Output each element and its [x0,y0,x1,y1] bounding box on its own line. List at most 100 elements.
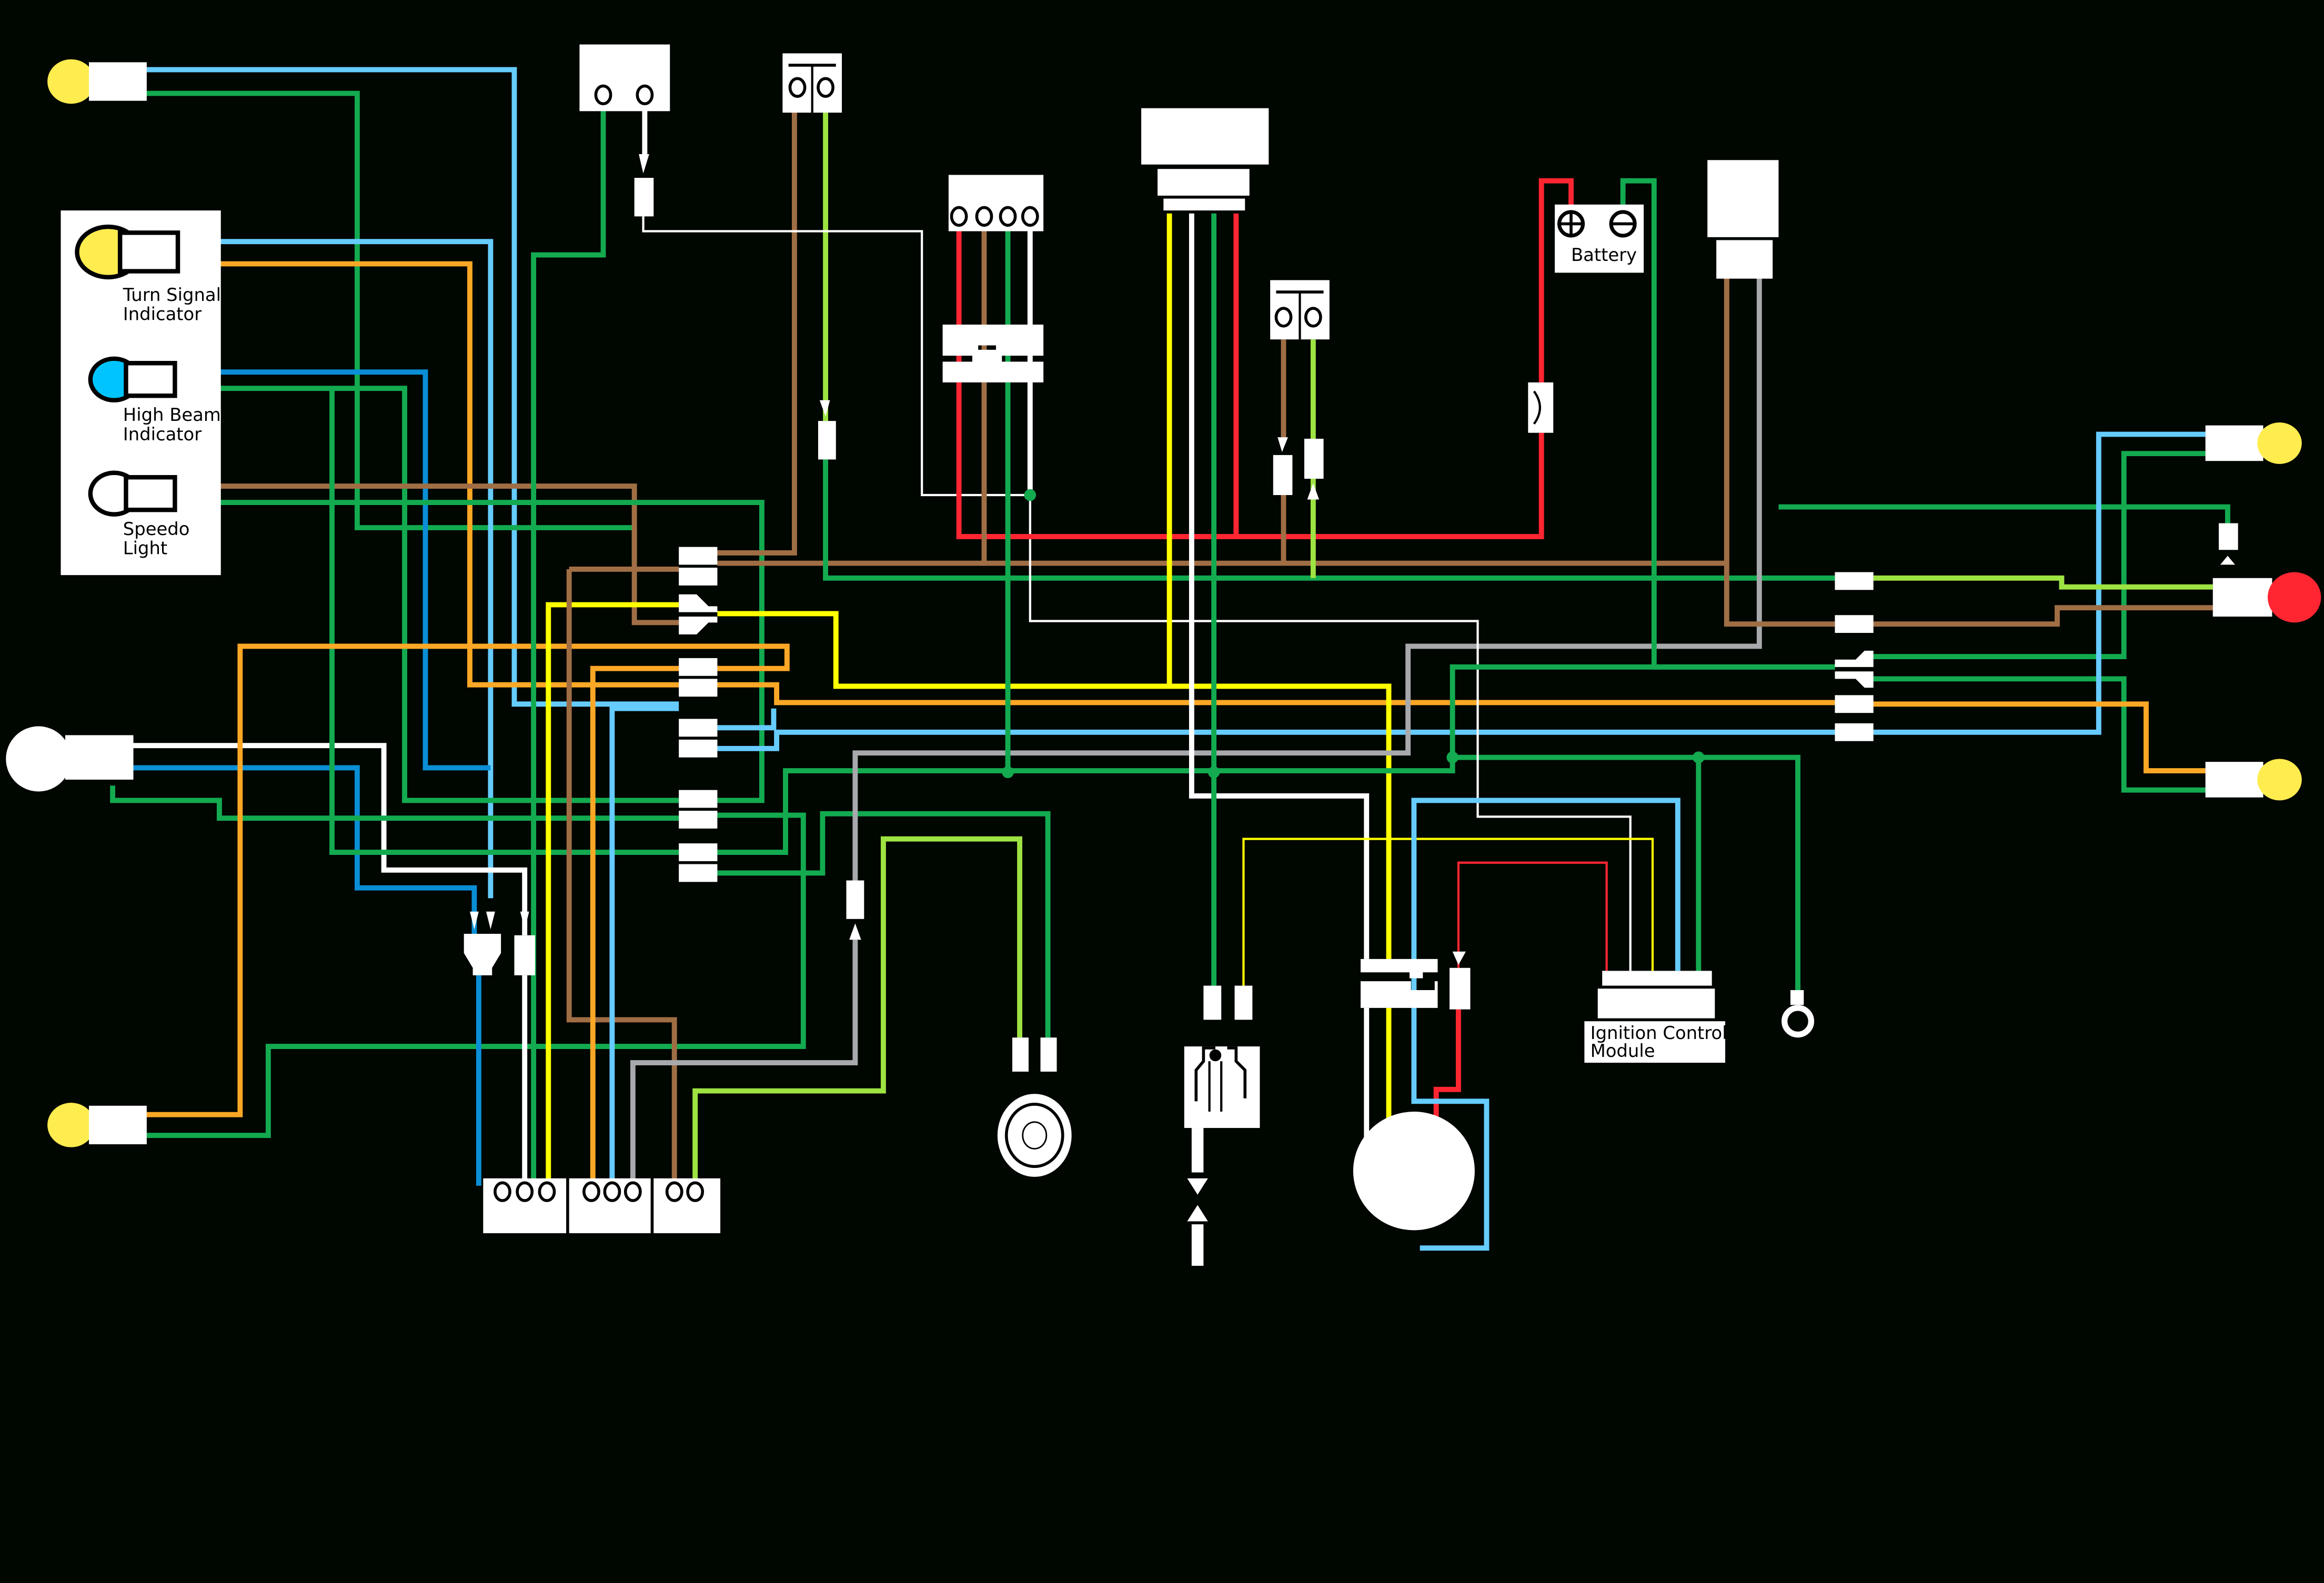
brake-taillight-arrow-icon [2220,556,2235,565]
rear-left-turn-signal-socket [2205,425,2263,461]
arrow-icon [849,923,861,940]
bullet-connector [679,617,718,634]
spark-plug-lead [1191,1128,1204,1173]
brake-taillight-socket [2212,578,2272,617]
relay-body [1707,160,1779,237]
horn [997,1037,1072,1177]
front-left-turn-signal-socket [89,62,147,101]
front-left-turn-signal-bulb [47,59,95,104]
switch-terminal [665,1181,683,1202]
bullet-connector [679,594,718,612]
dual-bullet-connector [464,933,501,975]
junction-dot [1024,489,1037,501]
wire-brown [175,483,679,626]
wire-blue [175,369,491,771]
bullet-connector [1835,723,1874,741]
headlight [6,726,134,792]
rear-right-turn-signal-socket [2205,762,2263,798]
ignition-coil [1184,985,1260,1266]
rear-brake-switch-terminal-2 [817,77,834,98]
high-beam-indicator-socket [124,361,177,398]
ignition-control-module: Ignition Control Module [1584,971,1727,1063]
wire-yellow [1242,838,1654,986]
wire-orange [146,643,790,1117]
wire-green [717,811,1051,1038]
arrow-icon [520,911,529,930]
neutral-switch [579,44,670,217]
stator-coupler-bottom [1360,981,1438,1008]
turn-signal-indicator-lamp: Turn Signal Indicator [75,224,221,325]
wire-red [956,225,1544,539]
switch-terminal [603,1181,621,1202]
arrow-icon [469,911,479,930]
battery-label: Battery [1571,245,1637,265]
ignition-coil-connector-2 [1234,985,1253,1020]
handlebar-switch-blocks [483,1178,721,1234]
wire-green [823,459,1835,581]
handlebar-switch-right [653,1178,721,1234]
front-brake-switch-connector-1 [1273,455,1293,496]
brake-taillight-connector [2218,523,2238,550]
rear-right-turn-signal [2205,759,2302,801]
main-fuse [1528,382,1554,433]
rear-left-turn-signal-bulb [2257,422,2302,464]
switch-terminal [623,1181,642,1202]
wire-yellow [717,611,1392,959]
battery: Battery [1554,204,1644,273]
wire-lightblue [717,708,777,731]
spark-gap-arrow-icon [1187,1178,1208,1195]
bullet-connector [679,811,718,829]
wire-green [110,785,679,821]
neutral-switch-arrow-icon [639,154,649,174]
turn-signal-indicator-label-1: Turn Signal [123,285,221,305]
wire-green [717,754,1800,991]
bullet-connector [1835,671,1874,688]
wire-white [642,216,1632,971]
ignition-switch-terminal-1 [950,206,968,227]
icm-label-bg [1584,1021,1725,1063]
front-brake-switch-terminal-1 [1274,307,1293,328]
pulse-connector [1449,967,1471,1010]
icm-label-1: Ignition Control [1591,1023,1727,1043]
neutral-switch-terminal-2 [636,84,654,106]
junction-dot [1692,751,1705,763]
wire-lightblue [609,705,679,1186]
bullet-connector [1835,615,1874,633]
ignition-switch-coupler [942,325,1044,382]
high-beam-indicator-label-2: Indicator [123,424,202,445]
wire-red [1457,861,1608,971]
brake-taillight [2212,523,2321,623]
spark-gap-arrow-icon [1187,1205,1208,1222]
wire-brown [717,276,1729,566]
junction-dot [1446,751,1458,763]
arrow-icon [1452,951,1466,965]
frame-ground [1781,990,1814,1038]
speedo-light-socket [124,475,177,512]
bullet-connector [514,935,535,975]
switch-terminal [686,1181,705,1202]
front-brake-switch-terminal-2 [1304,307,1322,328]
bullet-connector [679,739,718,758]
rectifier-base [1158,169,1250,196]
bullet-connector [1835,650,1874,667]
relay-plug [1716,240,1773,279]
wire-gray [852,276,1762,881]
bullet-connector [1835,695,1874,713]
wire-green [531,104,606,1186]
horn-connector-1 [1012,1037,1029,1072]
wire-red [1538,178,1574,382]
icm-plug [1602,971,1712,986]
ignition-switch-terminal-2 [975,206,993,227]
bullet-connector [1835,572,1874,590]
stator-coupler-top [1360,959,1438,979]
ignition-coil-connector-1 [1203,985,1222,1020]
wire-green [175,500,764,803]
rear-brake-switch-connector [818,421,836,460]
wire-lightgreen [1873,575,2213,590]
wire-brown [717,104,797,556]
wire-white [133,743,528,935]
starter-relay [1707,160,1779,279]
alternator-stator [1353,951,1475,1231]
switch-terminal [582,1181,600,1202]
speedo-light-lamp: Speedo Light [88,470,189,559]
